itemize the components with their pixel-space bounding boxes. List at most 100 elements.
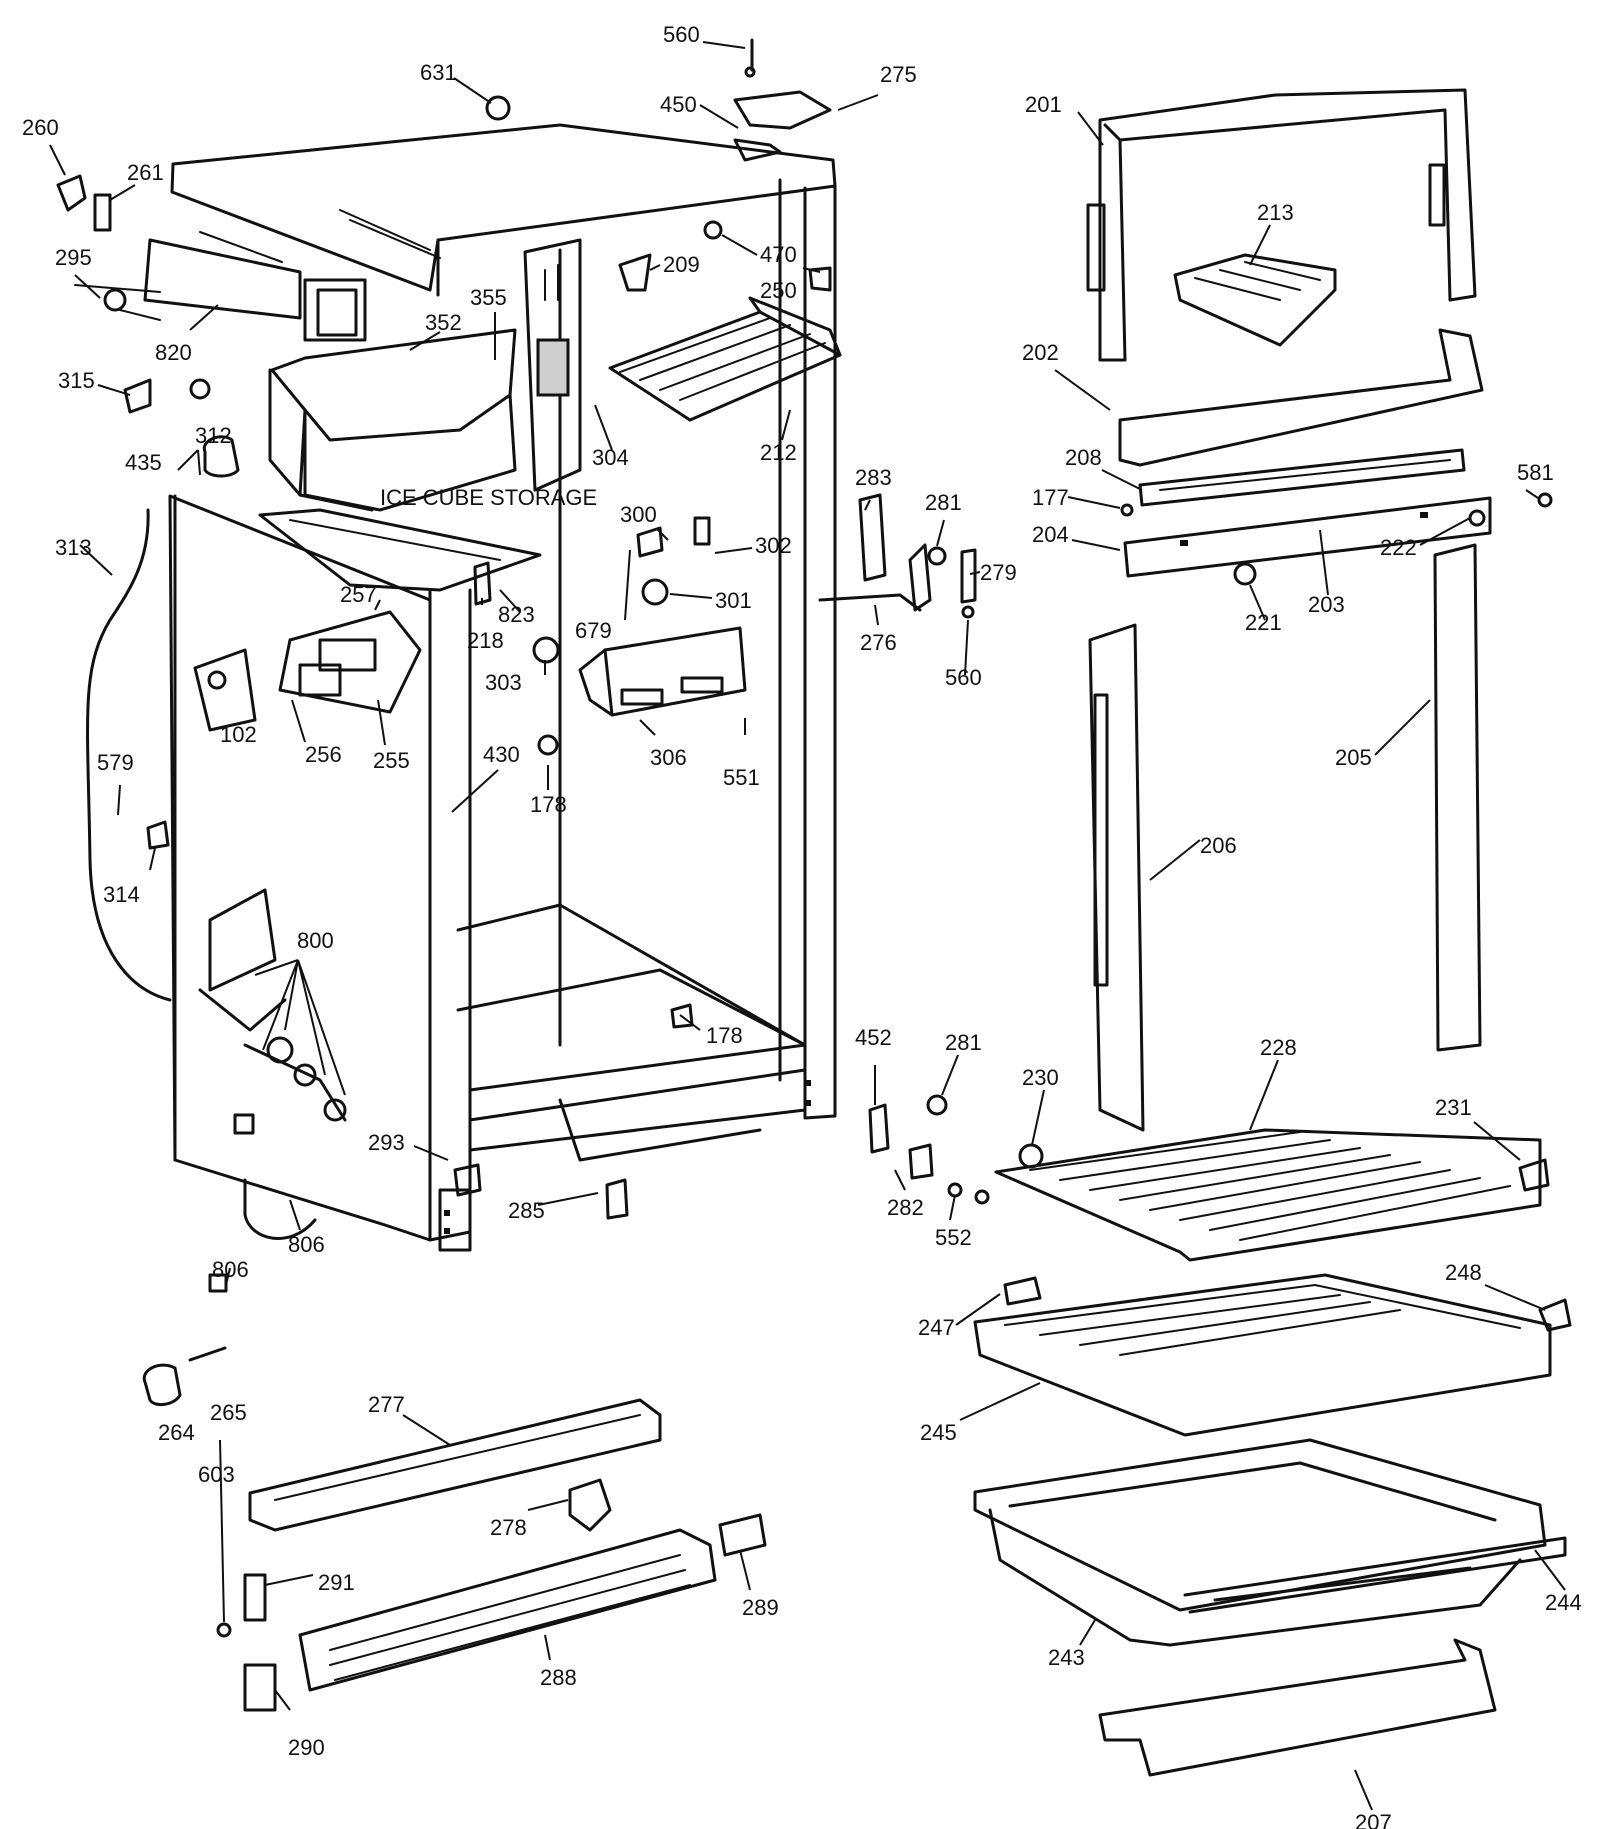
part-label-204: 204 bbox=[1032, 522, 1069, 547]
part-label-560: 560 bbox=[663, 22, 700, 47]
door-shelf-202 bbox=[1118, 328, 1484, 467]
part-label-285: 285 bbox=[508, 1198, 545, 1223]
water-valve-assembly bbox=[198, 888, 347, 1122]
small-hardware bbox=[56, 38, 1572, 1638]
part-label-228: 228 bbox=[1260, 1035, 1297, 1060]
bracket-291 bbox=[243, 1573, 267, 1622]
cabinet bbox=[168, 123, 837, 1252]
roller-264 bbox=[142, 1363, 182, 1407]
part-label-631: 631 bbox=[420, 60, 457, 85]
door-rail-208 bbox=[1138, 448, 1466, 507]
part-labels: 631 560 450 275 260 261 295 820 355 352 … bbox=[22, 22, 1582, 1829]
door-bar-203 bbox=[1123, 496, 1492, 578]
part-label-279: 279 bbox=[980, 560, 1017, 585]
part-label-207: 207 bbox=[1355, 1810, 1392, 1829]
part-label-205: 205 bbox=[1335, 745, 1372, 770]
part-label-352: 352 bbox=[425, 310, 462, 335]
axle-265 bbox=[188, 1346, 227, 1362]
part-label-276: 276 bbox=[860, 630, 897, 655]
part-label-264: 264 bbox=[158, 1420, 195, 1445]
door-strip-206 bbox=[1088, 623, 1145, 1132]
part-label-245: 245 bbox=[920, 1420, 957, 1445]
part-label-435: 435 bbox=[125, 450, 162, 475]
strip-inset bbox=[1093, 693, 1109, 987]
part-label-560-hinge: 560 bbox=[945, 665, 982, 690]
part-label-800: 800 bbox=[297, 928, 334, 953]
part-label-313: 313 bbox=[55, 535, 92, 560]
part-label-222: 222 bbox=[1380, 535, 1417, 560]
ice-maker bbox=[74, 231, 367, 342]
part-label-265: 265 bbox=[210, 1400, 247, 1425]
part-label-231: 231 bbox=[1435, 1095, 1472, 1120]
crisper-drawer-243 bbox=[973, 1438, 1567, 1647]
part-label-289: 289 bbox=[742, 1595, 779, 1620]
part-label-551: 551 bbox=[723, 765, 760, 790]
part-label-552: 552 bbox=[935, 1225, 972, 1250]
part-label-261: 261 bbox=[127, 160, 164, 185]
part-label-823: 823 bbox=[498, 602, 535, 627]
part-label-260: 260 bbox=[22, 115, 59, 140]
part-label-303: 303 bbox=[485, 670, 522, 695]
ice-bin-print: ICE CUBE STORAGE bbox=[380, 485, 597, 510]
part-label-283: 283 bbox=[855, 465, 892, 490]
part-label-201: 201 bbox=[1025, 92, 1062, 117]
part-label-255: 255 bbox=[373, 748, 410, 773]
part-label-470: 470 bbox=[760, 242, 797, 267]
part-label-806: 806 bbox=[212, 1257, 249, 1282]
part-label-248: 248 bbox=[1445, 1260, 1482, 1285]
bracket-290 bbox=[243, 1663, 277, 1712]
part-label-257: 257 bbox=[340, 582, 377, 607]
adjuster-278 bbox=[568, 1478, 612, 1532]
part-label-281: 281 bbox=[925, 490, 962, 515]
part-label-450: 450 bbox=[660, 92, 697, 117]
grille-288 bbox=[298, 1528, 717, 1692]
toe-rail-277 bbox=[248, 1398, 662, 1532]
part-label-304: 304 bbox=[592, 445, 629, 470]
part-label-243: 243 bbox=[1048, 1645, 1085, 1670]
control-housing bbox=[523, 238, 582, 492]
crisper-cover-245 bbox=[973, 1273, 1552, 1437]
clip-289 bbox=[718, 1513, 767, 1557]
part-label-820: 820 bbox=[155, 340, 192, 365]
part-label-315: 315 bbox=[58, 368, 95, 393]
part-label-202: 202 bbox=[1022, 340, 1059, 365]
water-line bbox=[86, 508, 172, 1002]
thermostat-bracket bbox=[578, 626, 747, 717]
part-label-206: 206 bbox=[1200, 833, 1237, 858]
part-label-278: 278 bbox=[490, 1515, 527, 1540]
part-label-247: 247 bbox=[918, 1315, 955, 1340]
part-label-102: 102 bbox=[220, 722, 257, 747]
part-label-312: 312 bbox=[195, 423, 232, 448]
part-label-275: 275 bbox=[880, 62, 917, 87]
part-label-281-lower: 281 bbox=[945, 1030, 982, 1055]
part-label-291: 291 bbox=[318, 1570, 355, 1595]
part-label-203: 203 bbox=[1308, 592, 1345, 617]
door-bin-207 bbox=[1098, 1638, 1497, 1777]
part-label-430: 430 bbox=[483, 742, 520, 767]
part-label-213: 213 bbox=[1257, 200, 1294, 225]
part-label-290: 290 bbox=[288, 1735, 325, 1760]
ice-tray-213 bbox=[1173, 253, 1337, 347]
part-label-806-tube: 806 bbox=[288, 1232, 325, 1257]
part-label-277: 277 bbox=[368, 1392, 405, 1417]
part-label-300: 300 bbox=[620, 502, 657, 527]
part-label-250: 250 bbox=[760, 278, 797, 303]
part-label-282: 282 bbox=[887, 1195, 924, 1220]
wire-shelf-228 bbox=[994, 1128, 1542, 1262]
part-label-295: 295 bbox=[55, 245, 92, 270]
part-label-452: 452 bbox=[855, 1025, 892, 1050]
leader-lines bbox=[49, 41, 1566, 1811]
part-label-293: 293 bbox=[368, 1130, 405, 1155]
part-label-581: 581 bbox=[1517, 460, 1554, 485]
part-label-208: 208 bbox=[1065, 445, 1102, 470]
part-label-679: 679 bbox=[575, 618, 612, 643]
part-label-288: 288 bbox=[540, 1665, 577, 1690]
part-label-603: 603 bbox=[198, 1462, 235, 1487]
part-label-256: 256 bbox=[305, 742, 342, 767]
part-label-244: 244 bbox=[1545, 1590, 1582, 1615]
part-label-178: 178 bbox=[530, 792, 567, 817]
part-label-314: 314 bbox=[103, 882, 140, 907]
door-strip-205 bbox=[1433, 543, 1482, 1052]
part-label-306: 306 bbox=[650, 745, 687, 770]
